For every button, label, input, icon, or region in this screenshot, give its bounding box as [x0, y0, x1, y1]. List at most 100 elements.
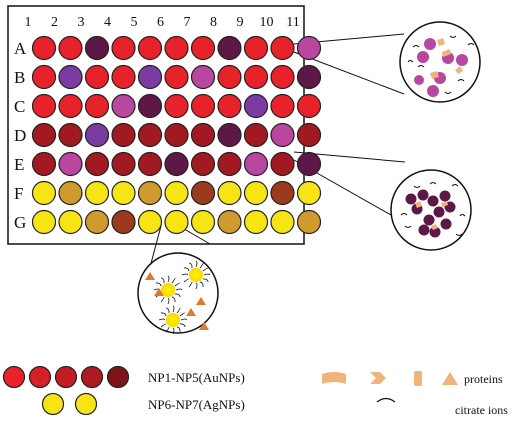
well-E9: [243, 151, 269, 177]
row-label: D: [14, 126, 26, 145]
well-B5: [137, 64, 163, 90]
well-G2: [58, 209, 83, 235]
well-G7: [190, 209, 216, 235]
well-A4: [111, 35, 136, 61]
well-D11: [296, 122, 322, 148]
well-B8: [217, 64, 242, 90]
well-C4: [111, 93, 136, 119]
well-F10: [270, 180, 295, 206]
well-D1: [31, 122, 57, 148]
column-label: 10: [260, 15, 274, 30]
legend-aunp-swatch: [106, 365, 130, 389]
legend-aunp-swatch: [80, 365, 104, 389]
well-F9: [243, 180, 269, 206]
well-G11: [296, 209, 322, 235]
well-F7: [190, 180, 216, 206]
protein-shape-ribbon: [322, 372, 346, 384]
protein-shape-block: [414, 371, 422, 386]
well-F4: [111, 180, 136, 206]
well-D6: [164, 122, 189, 148]
proteins-label: proteins: [464, 372, 503, 386]
well-C6: [164, 93, 189, 119]
aggregated-gold-nanoparticle-icon: [390, 169, 472, 251]
well-F8: [217, 180, 242, 206]
legend-aunp-label: NP1-NP5(AuNPs): [148, 370, 245, 385]
column-label: 7: [184, 15, 191, 30]
silver-nanoparticle-citrate-icon: [137, 252, 219, 335]
well-A9: [243, 35, 269, 61]
well-D9: [243, 122, 269, 148]
well-grid: [31, 35, 322, 235]
well-A2: [58, 35, 83, 61]
well-G8: [217, 209, 242, 235]
well-E6: [164, 151, 189, 177]
well-C5: [137, 93, 163, 119]
well-A11: [296, 35, 322, 61]
zoom-circle-a: [399, 21, 481, 103]
legend-aunp-swatch: [54, 365, 78, 389]
well-E2: [58, 151, 83, 177]
well-A7: [190, 35, 216, 61]
well-E8: [217, 151, 242, 177]
well-G6: [164, 209, 189, 235]
well-B9: [243, 64, 269, 90]
well-C7: [190, 93, 216, 119]
well-B3: [84, 64, 110, 90]
well-A10: [270, 35, 295, 61]
well-E3: [84, 151, 110, 177]
legend-agnp-swatch: [74, 392, 98, 416]
zoom-circle-e: [390, 169, 472, 251]
well-F5: [137, 180, 163, 206]
well-D3: [84, 122, 110, 148]
well-G9: [243, 209, 269, 235]
protein-shape-chevron: [370, 372, 386, 384]
well-B11: [296, 64, 322, 90]
well-D2: [58, 122, 83, 148]
column-label: 2: [51, 15, 58, 30]
well-A1: [31, 35, 57, 61]
well-F6: [164, 180, 189, 206]
legend-aunp-swatch: [2, 365, 26, 389]
column-label: 3: [78, 15, 85, 30]
well-F11: [296, 180, 322, 206]
well-B4: [111, 64, 136, 90]
well-G1: [31, 209, 57, 235]
row-label: B: [14, 68, 25, 87]
well-D4: [111, 122, 136, 148]
protein-shape-triangle: [442, 372, 458, 385]
protein-shapes-legend: [322, 371, 458, 386]
column-label: 9: [237, 15, 244, 30]
legend-agnp-swatch: [41, 392, 65, 416]
well-G5: [137, 209, 163, 235]
well-C8: [217, 93, 242, 119]
legend-agnp-swatches: [41, 392, 98, 416]
well-E1: [31, 151, 57, 177]
citrate-ion-icon: [376, 397, 396, 403]
well-D7: [190, 122, 216, 148]
citrate-ions-label: citrate ions: [455, 403, 508, 417]
column-label: 6: [157, 15, 164, 30]
well-G10: [270, 209, 295, 235]
well-A6: [164, 35, 189, 61]
well-F1: [31, 180, 57, 206]
row-label: E: [14, 155, 24, 174]
column-label: 4: [104, 15, 111, 30]
well-B2: [58, 64, 83, 90]
well-C11: [296, 93, 322, 119]
gold-nanoparticle-protein-corona-icon: [399, 21, 481, 103]
well-B7: [190, 64, 216, 90]
column-label: 11: [286, 15, 299, 30]
well-A3: [84, 35, 110, 61]
well-E10: [270, 151, 295, 177]
well-A5: [137, 35, 163, 61]
legend-aunp-swatches: [2, 365, 130, 389]
well-F3: [84, 180, 110, 206]
well-A8: [217, 35, 242, 61]
row-label: G: [14, 213, 26, 232]
column-label: 1: [25, 15, 32, 30]
well-G3: [84, 209, 110, 235]
row-label: C: [14, 97, 25, 116]
